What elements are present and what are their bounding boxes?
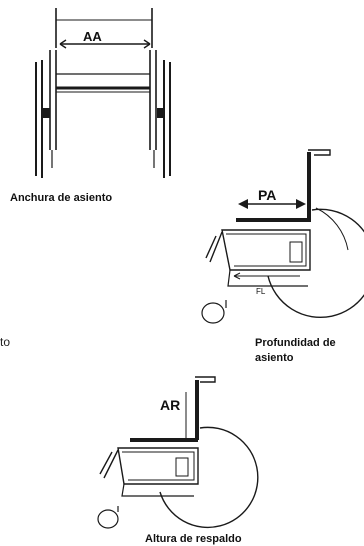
wheelchair-side-view-backrest xyxy=(97,376,259,529)
backrest-height-caption: Altura de respaldo xyxy=(145,533,242,545)
seat-depth-label: PA xyxy=(258,187,276,203)
depth-arrow-left-head xyxy=(238,199,248,209)
backrest-height-label: AR xyxy=(160,397,180,413)
seat-width-label: AA xyxy=(83,29,102,44)
truncated-text-fragment: to xyxy=(0,335,10,349)
wheelchair-front-view xyxy=(35,8,171,178)
wheelchair-side-view-depth xyxy=(201,149,364,324)
seat-width-caption: Anchura de asiento xyxy=(10,192,112,204)
depth-arrow-right-head xyxy=(296,199,306,209)
seat-depth-caption-line1: Profundidad de xyxy=(255,337,336,349)
seat-depth-caption-line2: asiento xyxy=(255,352,294,364)
frame-length-label: FL xyxy=(256,287,266,296)
